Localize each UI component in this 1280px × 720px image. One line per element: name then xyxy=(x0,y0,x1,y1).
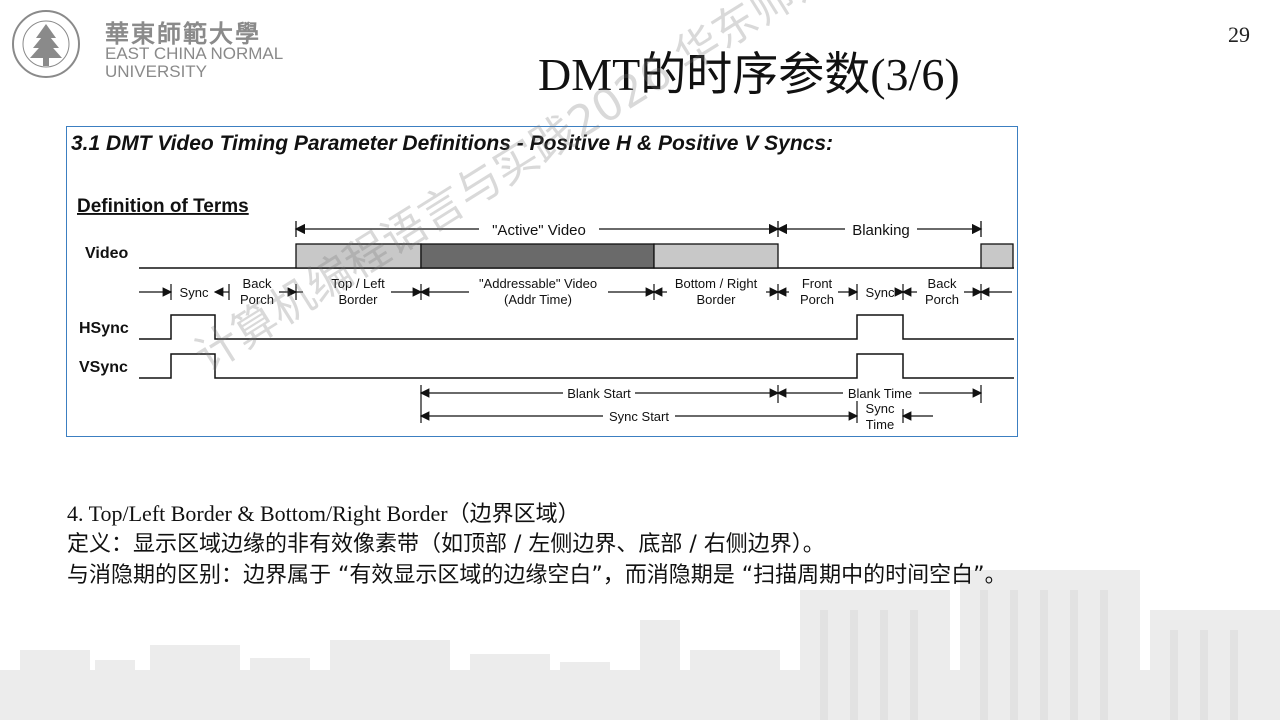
sync-label-blanking: Sync xyxy=(866,285,895,300)
university-logo: 華東師範大學 EAST CHINA NORMAL UNIVERSITY xyxy=(8,6,308,81)
blanking-label: Blanking xyxy=(852,222,910,239)
timing-diagram-figure: 3.1 DMT Video Timing Parameter Definitio… xyxy=(66,126,1018,437)
bottom-right-border-bar xyxy=(653,243,779,269)
video-label: Video xyxy=(85,245,129,262)
top-left-border-label-1: Top / Left xyxy=(331,276,385,291)
border-definition-text: 定义：显示区域边缘的非有效像素带（如顶部 / 左侧边界、底部 / 右侧边界）。 xyxy=(67,532,825,557)
logo-english-name-line2: UNIVERSITY xyxy=(105,62,208,81)
timing-diagram: 3.1 DMT Video Timing Parameter Definitio… xyxy=(71,132,1014,432)
back-porch-label-blanking-1: Back xyxy=(928,276,957,291)
figure-heading: 3.1 DMT Video Timing Parameter Definitio… xyxy=(71,132,833,155)
hsync-waveform xyxy=(139,314,1014,340)
addressable-video-label-2: (Addr Time) xyxy=(504,292,572,307)
front-porch-label-2: Porch xyxy=(800,292,834,307)
sync-time-label-1: Sync xyxy=(866,401,895,416)
slide-title: DMT的时序参数(3/6) xyxy=(538,49,960,100)
vsync-label: VSync xyxy=(79,359,128,376)
hsync-label: HSync xyxy=(79,320,129,337)
body-text: 4. Top/Left Border & Bottom/Right Border… xyxy=(67,498,1247,591)
vsync-waveform xyxy=(139,353,1014,379)
addressable-video-label-1: "Addressable" Video xyxy=(479,276,597,291)
addressable-video-bar xyxy=(420,243,655,269)
bottom-right-border-label-1: Bottom / Right xyxy=(675,276,758,291)
definition-of-terms-label: Definition of Terms xyxy=(77,196,249,217)
sync-label: Sync xyxy=(180,285,209,300)
next-border-bar xyxy=(980,243,1014,269)
sync-start-label: Sync Start xyxy=(609,409,669,424)
top-left-border-label-2: Border xyxy=(338,292,378,307)
back-porch-label-blanking-2: Porch xyxy=(925,292,959,307)
logo-chinese-name: 華東師範大學 xyxy=(105,19,261,48)
university-seal-icon xyxy=(12,10,80,78)
border-vs-blanking-text: 与消隐期的区别：边界属于 “有效显示区域的边缘空白”，而消隐期是 “扫描周期中的… xyxy=(67,563,1007,588)
back-porch-label-1: Back xyxy=(243,276,272,291)
blank-time-label: Blank Time xyxy=(848,386,912,401)
page-number: 29 xyxy=(1228,22,1250,47)
top-left-border-bar xyxy=(295,243,422,269)
segment-dimensions xyxy=(139,284,1012,300)
logo-english-name-line1: EAST CHINA NORMAL xyxy=(105,44,284,63)
bottom-right-border-label-2: Border xyxy=(696,292,736,307)
border-definition-heading: 4. Top/Left Border & Bottom/Right Border… xyxy=(67,501,580,526)
active-video-label: "Active" Video xyxy=(492,222,586,239)
sync-time-label-2: Time xyxy=(866,417,894,432)
blank-start-label: Blank Start xyxy=(567,386,631,401)
back-porch-label-2: Porch xyxy=(240,292,274,307)
front-porch-label-1: Front xyxy=(802,276,833,291)
campus-skyline-background xyxy=(0,570,1280,720)
